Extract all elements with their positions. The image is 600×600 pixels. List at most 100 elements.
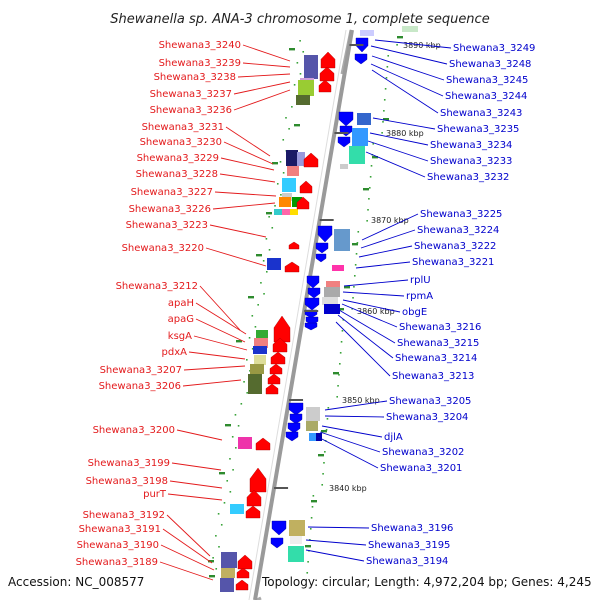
gene-label-shewana3_3221[interactable]: Shewana3_3221 — [412, 257, 494, 268]
gene-label-apah[interactable]: apaH — [168, 298, 194, 309]
gene-label-shewana3_3213[interactable]: Shewana3_3213 — [392, 371, 474, 382]
forward-gene-arrow — [296, 196, 310, 210]
gene-label-shewana3_3206[interactable]: Shewana3_3206 — [99, 381, 181, 392]
gene-label-shewana3_3227[interactable]: Shewana3_3227 — [131, 187, 213, 198]
gene-label-shewana3_3234[interactable]: Shewana3_3234 — [430, 140, 512, 151]
gene-label-shewana3_3212[interactable]: Shewana3_3212 — [116, 281, 198, 292]
gene-label-shewana3_3201[interactable]: Shewana3_3201 — [380, 463, 462, 474]
cog-dash — [352, 243, 358, 246]
gene-label-shewana3_3196[interactable]: Shewana3_3196 — [371, 523, 453, 534]
gene-label-shewana3_3202[interactable]: Shewana3_3202 — [382, 447, 464, 458]
leader-line — [371, 55, 445, 81]
track-dot — [311, 506, 314, 508]
track-dot — [263, 293, 265, 295]
gene-label-shewana3_3239[interactable]: Shewana3_3239 — [159, 58, 241, 69]
gene-label-rpma[interactable]: rpmA — [406, 291, 433, 302]
gene-label-shewana3_3237[interactable]: Shewana3_3237 — [150, 89, 232, 100]
gene-label-shewana3_3228[interactable]: Shewana3_3228 — [136, 169, 218, 180]
cog-block — [357, 113, 371, 125]
gene-label-shewana3_3224[interactable]: Shewana3_3224 — [417, 225, 499, 236]
leader-line — [233, 81, 291, 95]
gene-label-shewana3_3199[interactable]: Shewana3_3199 — [88, 458, 170, 469]
cog-block — [248, 374, 262, 394]
gene-label-shewana3_3204[interactable]: Shewana3_3204 — [386, 412, 468, 423]
track-dot — [226, 480, 229, 482]
gene-label-shewana3_3198[interactable]: Shewana3_3198 — [86, 476, 168, 487]
gene-label-shewana3_3225[interactable]: Shewana3_3225 — [420, 209, 502, 220]
gene-label-shewana3_3216[interactable]: Shewana3_3216 — [399, 322, 481, 333]
cog-block — [360, 30, 374, 36]
gene-label-shewana3_3220[interactable]: Shewana3_3220 — [122, 243, 204, 254]
gene-label-apag[interactable]: apaG — [168, 314, 194, 325]
gene-label-shewana3_3215[interactable]: Shewana3_3215 — [397, 338, 479, 349]
track-dot — [302, 51, 305, 53]
feature-group — [220, 26, 418, 592]
cog-dash — [208, 560, 214, 563]
gene-label-obge[interactable]: obgE — [402, 307, 427, 318]
track-dot — [339, 363, 341, 365]
gene-label-shewana3_3214[interactable]: Shewana3_3214 — [395, 353, 477, 364]
track-dot — [354, 264, 357, 266]
gene-label-shewana3_3229[interactable]: Shewana3_3229 — [137, 153, 219, 164]
gene-label-purt[interactable]: purT — [143, 489, 167, 500]
leader-line — [317, 436, 379, 469]
gene-label-shewana3_3235[interactable]: Shewana3_3235 — [437, 124, 519, 135]
leader-line — [324, 415, 385, 418]
reverse-gene-arrow — [338, 111, 354, 127]
gene-label-shewana3_3249[interactable]: Shewana3_3249 — [453, 43, 535, 54]
track-dot — [246, 359, 248, 361]
accession-text: Accession: NC_008577 — [8, 575, 144, 589]
leader-line — [319, 431, 381, 453]
cog-block — [253, 346, 267, 354]
leader-line — [369, 132, 429, 146]
gene-label-shewana3_3236[interactable]: Shewana3_3236 — [150, 105, 232, 116]
gene-label-shewana3_3223[interactable]: Shewana3_3223 — [126, 220, 208, 231]
leader-line — [214, 191, 277, 197]
gene-label-shewana3_3240[interactable]: Shewana3_3240 — [159, 40, 241, 51]
leader-line — [307, 526, 370, 529]
gene-label-shewana3_3194[interactable]: Shewana3_3194 — [366, 556, 448, 567]
reverse-gene-arrow — [337, 136, 351, 148]
gene-label-shewana3_3226[interactable]: Shewana3_3226 — [129, 204, 211, 215]
cog-block — [289, 520, 305, 536]
gene-label-shewana3_3231[interactable]: Shewana3_3231 — [142, 122, 224, 133]
reverse-gene-arrow — [315, 253, 327, 263]
gene-label-shewana3_3191[interactable]: Shewana3_3191 — [79, 524, 161, 535]
leader-line — [209, 224, 267, 238]
gene-label-shewana3_3205[interactable]: Shewana3_3205 — [389, 396, 471, 407]
gene-label-shewana3_3192[interactable]: Shewana3_3192 — [83, 510, 165, 521]
reverse-gene-arrow — [270, 537, 284, 549]
cog-dash — [318, 454, 324, 457]
gene-label-shewana3_3238[interactable]: Shewana3_3238 — [154, 72, 236, 83]
leader-line — [166, 514, 211, 557]
forward-gene-arrow — [320, 51, 336, 69]
right-label-group: Shewana3_3249Shewana3_3248Shewana3_3245S… — [305, 39, 535, 567]
gene-label-shewana3_3195[interactable]: Shewana3_3195 — [368, 540, 450, 551]
gene-label-djla[interactable]: djlA — [384, 432, 403, 443]
gene-label-ksga[interactable]: ksgA — [168, 331, 192, 342]
gene-label-shewana3_3232[interactable]: Shewana3_3232 — [427, 172, 509, 183]
track-dot — [385, 77, 388, 79]
gene-label-shewana3_3230[interactable]: Shewana3_3230 — [140, 137, 222, 148]
gene-label-rplu[interactable]: rplU — [410, 275, 431, 286]
gene-label-shewana3_3190[interactable]: Shewana3_3190 — [77, 540, 159, 551]
track-dot — [237, 425, 240, 427]
gene-label-shewana3_3244[interactable]: Shewana3_3244 — [445, 91, 527, 102]
gene-label-shewana3_3245[interactable]: Shewana3_3245 — [446, 75, 528, 86]
track-dot — [223, 502, 226, 504]
gene-label-shewana3_3222[interactable]: Shewana3_3222 — [414, 241, 496, 252]
gene-label-shewana3_3200[interactable]: Shewana3_3200 — [93, 425, 175, 436]
ruler-label: 3890 kbp — [403, 41, 441, 50]
leader-line — [242, 62, 291, 68]
leader-line — [370, 63, 444, 97]
gene-label-shewana3_3248[interactable]: Shewana3_3248 — [449, 59, 531, 70]
gene-label-shewana3_3207[interactable]: Shewana3_3207 — [100, 365, 182, 376]
cog-block — [286, 150, 298, 166]
cog-block — [254, 338, 268, 348]
gene-label-shewana3_3189[interactable]: Shewana3_3189 — [76, 557, 158, 568]
track-dot — [324, 451, 326, 453]
gene-label-pdxa[interactable]: pdxA — [162, 347, 188, 358]
gene-label-shewana3_3243[interactable]: Shewana3_3243 — [440, 108, 522, 119]
track-dot — [282, 139, 285, 141]
gene-label-shewana3_3233[interactable]: Shewana3_3233 — [430, 156, 512, 167]
